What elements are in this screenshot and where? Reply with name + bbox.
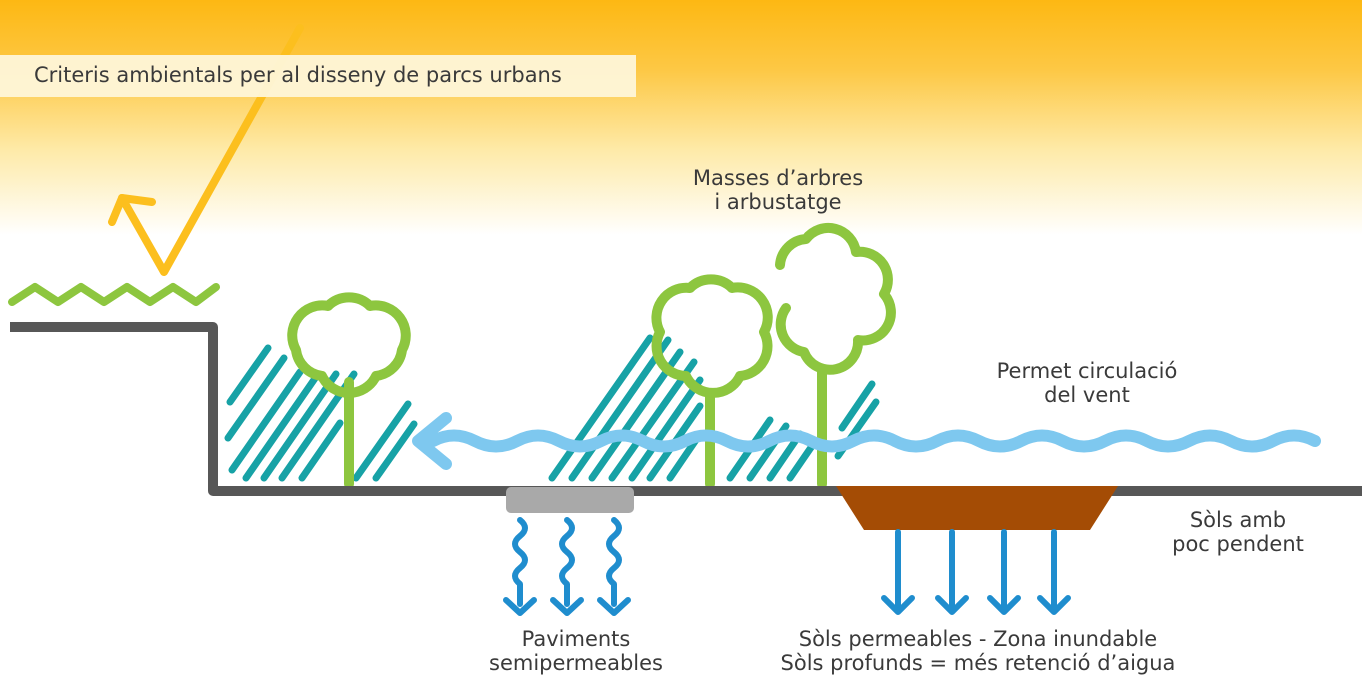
shrub-hatch-left [224, 344, 418, 482]
label-paviments-line1: Paviments [521, 627, 631, 651]
flood-zone [836, 486, 1118, 530]
tree-icon [287, 292, 411, 489]
label-sols-pendent: Sòls amb poc pendent [1148, 508, 1328, 556]
water-infiltration-arrow [881, 529, 1071, 615]
label-circulacio-vent: Permet circulació del vent [976, 359, 1198, 407]
label-paviments-line2: semipermeables [489, 651, 663, 675]
title-bar [0, 55, 636, 97]
label-masses-arbres: Masses d’arbres i arbustatge [662, 166, 894, 214]
label-paviments: Paviments semipermeables [476, 627, 676, 675]
sun-ray-arrow [108, 24, 304, 276]
grass-icon [8, 283, 220, 306]
label-masses-line2: i arbustatge [714, 190, 842, 214]
label-sols-permeables-line1: Sòls permeables - Zona inundable [798, 627, 1158, 651]
label-vent-line2: del vent [1044, 383, 1130, 407]
page-title: Criteris ambientals per al disseny de pa… [34, 63, 562, 87]
wind-arrow [412, 412, 1321, 470]
ground-line [10, 322, 1362, 496]
semipermeable-pavement [506, 487, 634, 513]
label-sols-pendent-line1: Sòls amb [1189, 508, 1287, 532]
water-infiltration-arrow [503, 517, 631, 616]
label-masses-line1: Masses d’arbres [692, 166, 864, 190]
label-sols-permeables: Sòls permeables - Zona inundable Sòls pr… [768, 627, 1188, 675]
tree-icon [775, 222, 896, 489]
label-sols-pendent-line2: poc pendent [1172, 532, 1304, 556]
label-sols-permeables-line2: Sòls profunds = més retenció d’aigua [780, 651, 1176, 675]
label-vent-line1: Permet circulació [996, 359, 1178, 383]
